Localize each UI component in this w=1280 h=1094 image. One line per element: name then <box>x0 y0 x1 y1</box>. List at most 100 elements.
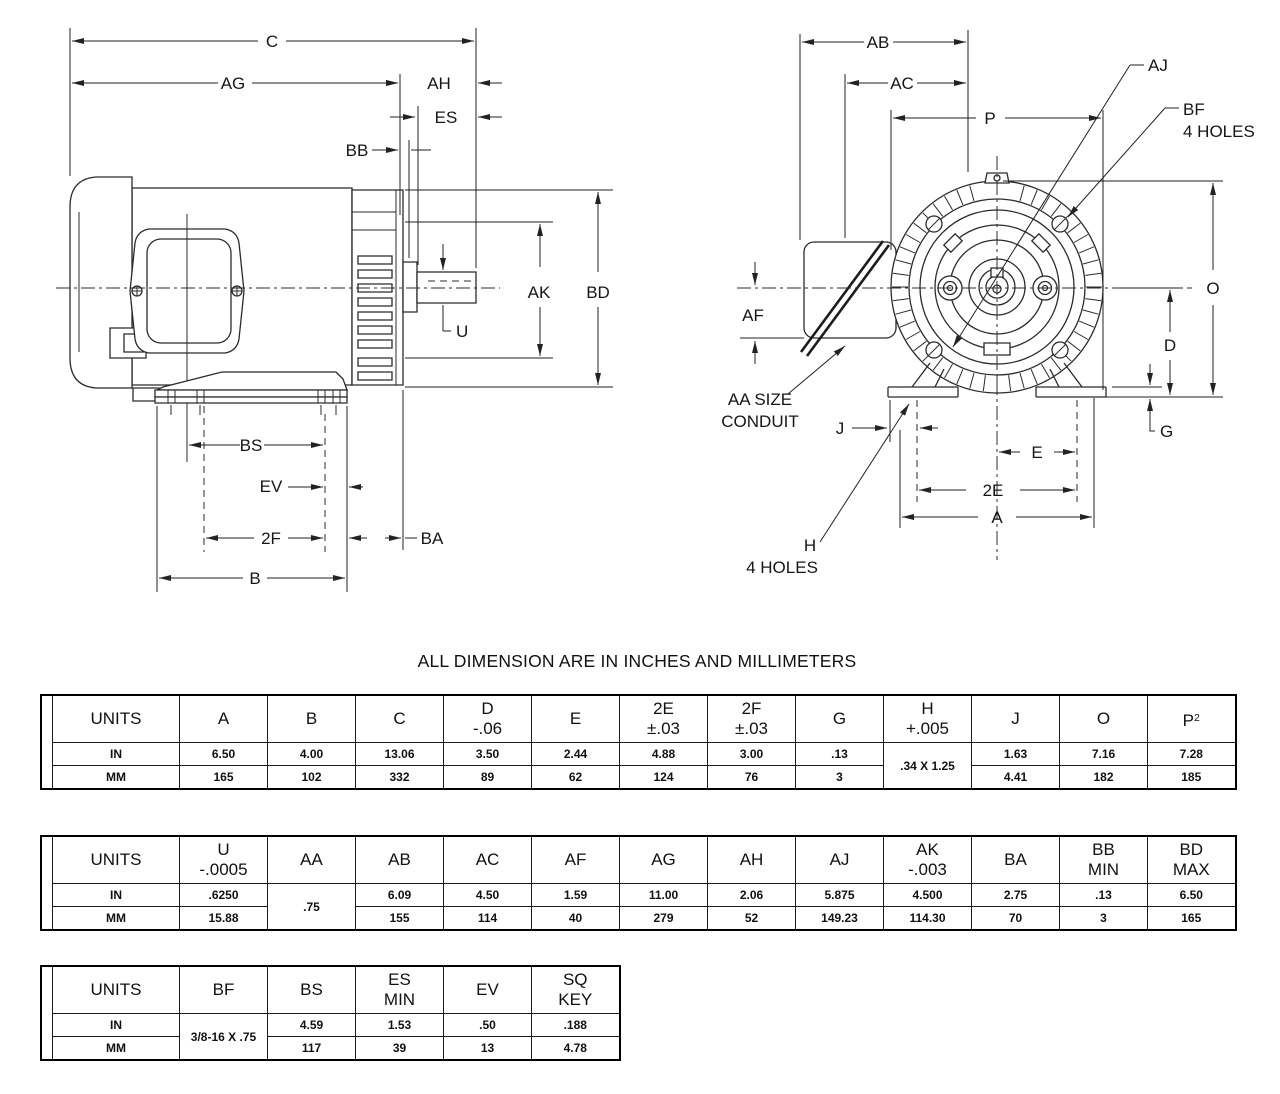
value-2E-mm: 124 <box>619 765 708 790</box>
dim-label-P: P <box>984 109 995 128</box>
column-header-B: B <box>267 694 356 743</box>
side-extension-lines <box>70 28 476 592</box>
value-BA-in: 2.75 <box>971 883 1060 907</box>
value-P-mm: 185 <box>1147 765 1236 790</box>
value-SQ-mm: 4.78 <box>531 1036 620 1061</box>
dim-label-O: O <box>1206 279 1219 298</box>
dim-label-BF-note: 4 HOLES <box>1183 122 1255 141</box>
front-dimensions: AB AC P AJ BF 4 HOLES AF AA SIZE CONDUIT… <box>721 33 1255 577</box>
mounting-feet <box>888 363 1106 397</box>
column-header-2F: 2F±.03 <box>707 694 796 743</box>
dim-label-AJ: AJ <box>1148 56 1168 75</box>
value-AJ-in: 5.875 <box>795 883 884 907</box>
value-AH-mm: 52 <box>707 906 796 931</box>
dim-label-AF: AF <box>742 306 764 325</box>
column-header-BA: BA <box>971 835 1060 884</box>
value-H-merged: .34 X 1.25 <box>883 742 972 790</box>
dim-label-A: A <box>991 508 1003 527</box>
value-BD-mm: 165 <box>1147 906 1236 931</box>
bearing-hub <box>403 262 417 312</box>
value-C-mm: 332 <box>355 765 444 790</box>
value-AJ-mm: 149.23 <box>795 906 884 931</box>
dim-label-AH: AH <box>427 74 451 93</box>
column-header-D: D-.06 <box>443 694 532 743</box>
dim-label-BB: BB <box>346 141 369 160</box>
column-header-AJ: AJ <box>795 835 884 884</box>
value-B-in: 4.00 <box>267 742 356 766</box>
column-header-2E: 2E±.03 <box>619 694 708 743</box>
value-AF-mm: 40 <box>531 906 620 931</box>
dim-label-2E: 2E <box>983 481 1004 500</box>
value-AC-mm: 114 <box>443 906 532 931</box>
callout-aa-conduit: CONDUIT <box>721 412 798 431</box>
value-C-in: 13.06 <box>355 742 444 766</box>
value-P-in: 7.28 <box>1147 742 1236 766</box>
dim-label-BA: BA <box>421 529 444 548</box>
row-label-in: IN <box>52 883 180 907</box>
drawing-note: ALL DIMENSION ARE IN INCHES AND MILLIMET… <box>417 651 857 671</box>
dim-label-J: J <box>836 419 845 438</box>
value-J-in: 1.63 <box>971 742 1060 766</box>
value-AK-in: 4.500 <box>883 883 972 907</box>
value-D-mm: 89 <box>443 765 532 790</box>
dim-label-H: H <box>804 536 816 555</box>
value-SQ-in: .188 <box>531 1013 620 1037</box>
column-header-H: H+.005 <box>883 694 972 743</box>
value-BB-mm: 3 <box>1059 906 1148 931</box>
value-O-in: 7.16 <box>1059 742 1148 766</box>
value-2F-in: 3.00 <box>707 742 796 766</box>
value-AB-in: 6.09 <box>355 883 444 907</box>
value-2E-in: 4.88 <box>619 742 708 766</box>
base-hole-ticks <box>168 390 340 415</box>
column-header-BF: BF <box>179 965 268 1014</box>
dim-label-U: U <box>456 322 468 341</box>
row-label-mm: MM <box>52 1036 180 1061</box>
value-2F-mm: 76 <box>707 765 796 790</box>
table-margin-cell <box>40 835 53 931</box>
table-margin-cell <box>40 694 53 790</box>
value-BF-merged: 3/8-16 X .75 <box>179 1013 268 1061</box>
value-A-mm: 165 <box>179 765 268 790</box>
motor-front-view: AB AC P AJ BF 4 HOLES AF AA SIZE CONDUIT… <box>721 30 1255 577</box>
value-AH-in: 2.06 <box>707 883 796 907</box>
value-AB-mm: 155 <box>355 906 444 931</box>
front-extension-lines <box>800 30 1223 528</box>
column-header-AB: AB <box>355 835 444 884</box>
end-bell-fins <box>358 256 392 380</box>
value-BS-in: 4.59 <box>267 1013 356 1037</box>
dim-label-EV: EV <box>260 477 283 496</box>
value-BS-mm: 117 <box>267 1036 356 1061</box>
dim-label-G: G <box>1160 422 1173 441</box>
column-header-U: U-.0005 <box>179 835 268 884</box>
conduit-nipple <box>801 241 889 356</box>
column-header-AH: AH <box>707 835 796 884</box>
dim-label-BS: BS <box>240 436 263 455</box>
value-D-in: 3.50 <box>443 742 532 766</box>
dim-label-BD: BD <box>586 283 610 302</box>
column-header-AK: AK-.003 <box>883 835 972 884</box>
units-header: UNITS <box>52 835 180 884</box>
column-header-G: G <box>795 694 884 743</box>
dimension-drawings: C AG AH ES BB U AK BD <box>0 0 1255 645</box>
dim-label-BF: BF <box>1183 100 1205 119</box>
value-U-in: .6250 <box>179 883 268 907</box>
units-header: UNITS <box>52 965 180 1014</box>
dim-label-2F: 2F <box>261 529 281 548</box>
value-ES-in: 1.53 <box>355 1013 444 1037</box>
value-BA-mm: 70 <box>971 906 1060 931</box>
value-O-mm: 182 <box>1059 765 1148 790</box>
row-label-mm: MM <box>52 906 180 931</box>
row-label-in: IN <box>52 742 180 766</box>
value-ES-mm: 39 <box>355 1036 444 1061</box>
column-header-AG: AG <box>619 835 708 884</box>
dim-label-C: C <box>266 32 278 51</box>
value-G-mm: 3 <box>795 765 884 790</box>
